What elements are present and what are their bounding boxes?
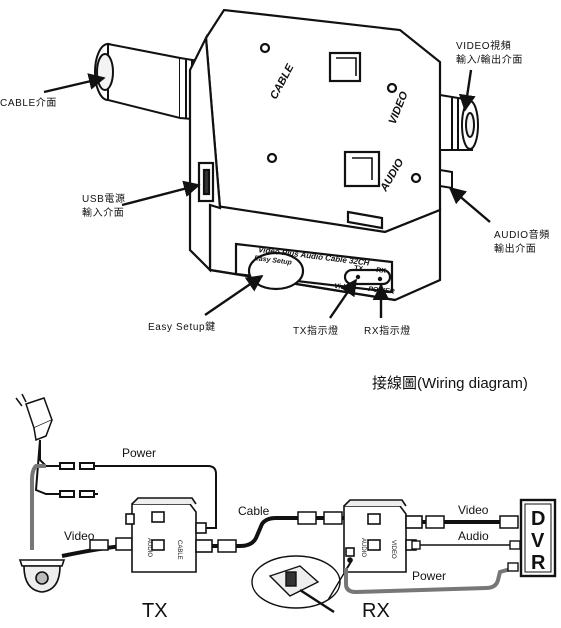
rx-device-side-audio: AUDIO xyxy=(360,538,366,557)
wiring-label-audio-right: Audio xyxy=(458,529,489,543)
wiring-label-power-right: Power xyxy=(412,569,446,583)
arrow-usb xyxy=(121,180,201,207)
label-video-interface-1: VIDEO視頻 xyxy=(456,39,511,52)
arrow-easy-setup xyxy=(204,275,264,316)
power-wire-camera xyxy=(30,464,46,550)
arrow-cable xyxy=(43,73,106,94)
wiring-label-video-left: Video xyxy=(64,529,95,543)
label-audio-interface-1: AUDIO音頻 xyxy=(494,228,550,241)
wiring-title: 接線圖(Wiring diagram) xyxy=(372,375,528,392)
label-rx-indicator: RX指示燈 xyxy=(364,324,411,337)
device-illustration: CABLE VIDEO AUDIO Video Plus Audio Cable… xyxy=(94,8,479,302)
tx-device-side-audio: AUDIO xyxy=(146,538,152,557)
video-cable-tx xyxy=(61,537,133,558)
dvr-device xyxy=(519,498,557,578)
power-cable-rx xyxy=(344,562,519,595)
bnc-video-connector xyxy=(439,93,479,151)
callout-arrows xyxy=(43,69,491,319)
device-panel-easy-setup: Easy Setup xyxy=(254,255,293,267)
tx-device xyxy=(125,497,213,573)
device-box xyxy=(188,8,442,302)
rx-power-inset xyxy=(251,555,353,614)
audio-jack xyxy=(439,168,453,190)
device-led-rx: RX xyxy=(376,267,387,275)
arrow-tx xyxy=(329,278,357,319)
dvr-letter-v: V xyxy=(531,530,545,552)
label-tx-indicator: TX指示燈 xyxy=(293,324,339,337)
wiring-label-tx: TX xyxy=(142,600,168,622)
camera xyxy=(18,559,66,593)
label-cable-interface: CABLE介面 xyxy=(0,97,57,109)
arrow-video xyxy=(458,69,476,112)
label-usb-power-2: 輸入介面 xyxy=(82,206,124,219)
dvr-letter-r: R xyxy=(531,552,546,574)
audio-cable-dvr xyxy=(411,540,521,550)
tx-device-side-cable: CABLE xyxy=(176,540,182,560)
label-audio-interface-2: 輸出介面 xyxy=(494,242,536,255)
label-usb-power-1: USB電源 xyxy=(82,192,126,205)
coax-cable xyxy=(212,511,344,553)
bnc-cable-connector xyxy=(94,42,206,122)
label-video-interface-2: 輸入/輸出介面 xyxy=(456,53,523,66)
wiring-label-video-right: Video xyxy=(458,503,489,517)
wiring-label-cable: Cable xyxy=(238,504,270,518)
device-led-tx: TX xyxy=(354,265,364,273)
rx-device-side-video: VIDEO xyxy=(390,540,396,559)
rx-device xyxy=(343,499,423,573)
wiring-label-power-top: Power xyxy=(122,446,156,460)
wiring-label-rx: RX xyxy=(362,600,390,622)
power-adapter xyxy=(15,393,53,442)
arrow-audio xyxy=(448,186,491,223)
video-cable-dvr xyxy=(422,515,519,529)
dvr-letter-d: D xyxy=(531,508,545,530)
label-easy-setup-key: Easy Setup鍵 xyxy=(148,320,216,333)
